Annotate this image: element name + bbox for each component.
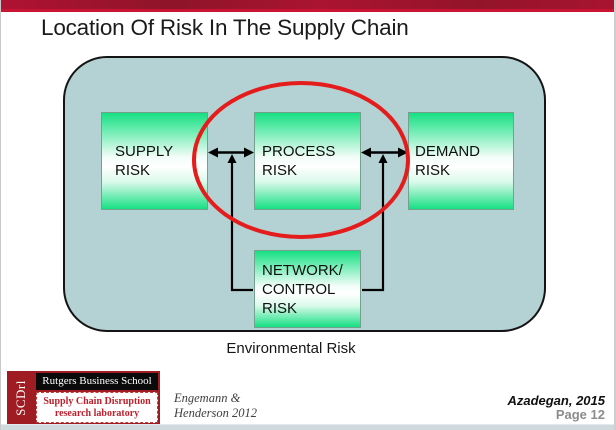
supply-risk-label-line1: SUPPLY (115, 142, 174, 160)
lab-label-line2: research laboratory (54, 407, 140, 419)
process-risk-label-line2: RISK (262, 162, 298, 179)
supply-chain-disruption-lab-label: Supply Chain Disruption research laborat… (36, 392, 158, 423)
supply-risk-label-line2: RISK (115, 162, 151, 179)
lab-label-line1: Supply Chain Disruption (43, 396, 151, 407)
demand-risk-label-line2: RISK (415, 162, 451, 179)
process-risk-box: PROCESS RISK (254, 112, 361, 210)
network-risk-label-line1: NETWORK/ (262, 261, 343, 279)
slide-title: Location Of Risk In The Supply Chain (41, 15, 409, 40)
citation-line2: Henderson 2012 (174, 405, 257, 420)
citation-text: Engemann & Henderson 2012 (174, 391, 257, 420)
citation-line1: Engemann & (174, 391, 241, 405)
environmental-risk-label: Environmental Risk (226, 340, 356, 357)
supply-risk-box: SUPPLY RISK (101, 112, 208, 210)
page-number: Page 12 (555, 407, 605, 422)
slide-top-banner (1, 0, 614, 12)
attribution-text: Azadegan, 2015 (507, 393, 605, 408)
demand-risk-label-line1: DEMAND (415, 142, 481, 160)
demand-risk-box: DEMAND RISK (408, 112, 514, 210)
scdrl-logo-main: Rutgers Business School Supply Chain Dis… (36, 373, 158, 423)
process-risk-label-line1: PROCESS (262, 142, 336, 160)
scdrl-logo-vertical-text: SCDrl (13, 380, 29, 416)
network-risk-label-line3: RISK (262, 299, 298, 317)
network-risk-label-line2: CONTROL (262, 280, 336, 298)
bottom-edge-strip (1, 424, 614, 430)
network-control-risk-box: NETWORK/ CONTROL RISK (254, 250, 361, 328)
rutgers-business-school-label: Rutgers Business School (36, 373, 158, 390)
scdrl-logo: SCDrl Rutgers Business School Supply Cha… (7, 371, 160, 425)
